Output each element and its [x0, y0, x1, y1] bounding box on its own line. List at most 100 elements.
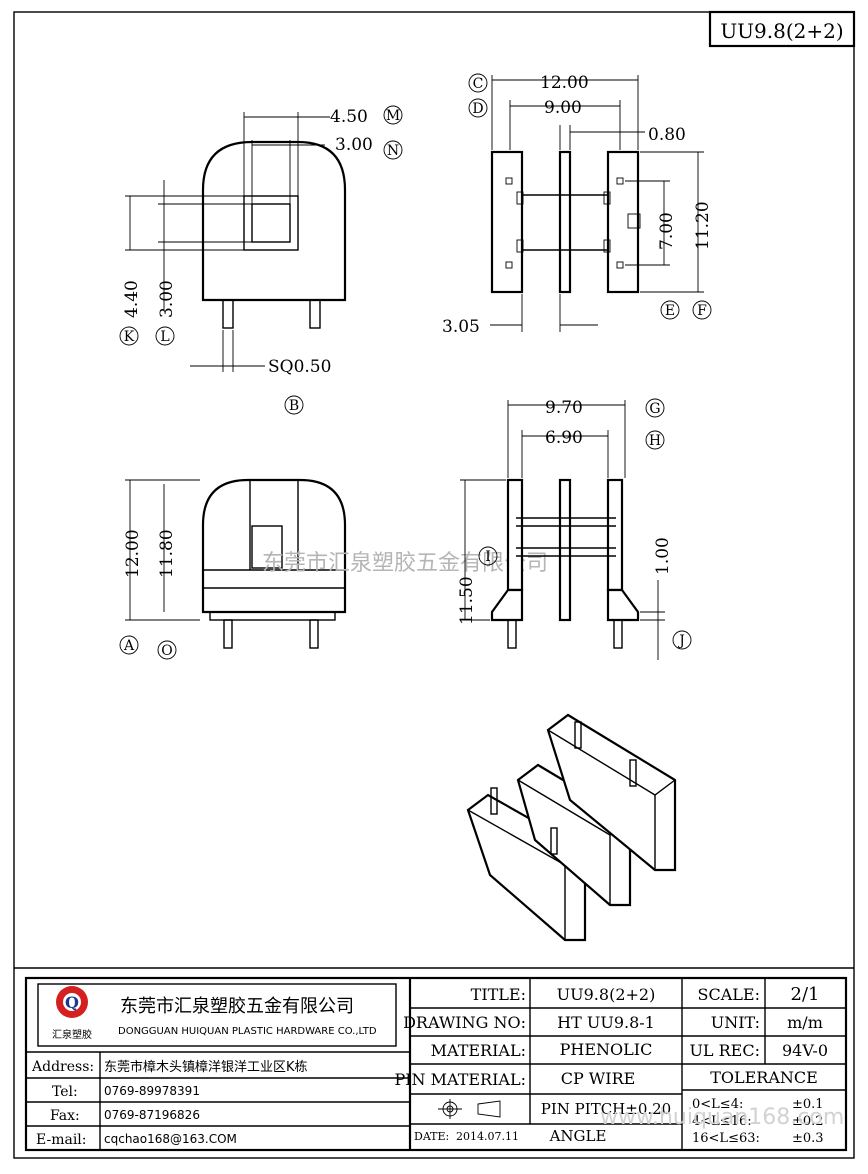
watermark: 东莞市汇泉塑胶五金有限公司 [262, 551, 548, 576]
tl-window-outer [243, 195, 299, 251]
tr-divider [558, 150, 572, 294]
callout-f: F [697, 303, 707, 319]
date-value: 2014.07.11 [456, 1130, 519, 1143]
dim-3-05: 3.05 [442, 317, 480, 337]
dim-11-80: 11.80 [157, 529, 177, 578]
callout-g: G [649, 401, 660, 417]
address-label: Address: [31, 1059, 94, 1075]
bl-window [251, 525, 283, 569]
dim-0-80: 0.80 [648, 125, 686, 145]
tolerance-value-1: ±0.1 [792, 1097, 824, 1112]
fax-label: Fax: [50, 1108, 80, 1124]
projection-symbol-icon [438, 1099, 501, 1119]
callout-a: A [123, 638, 135, 654]
header-part-code: UU9.8(2+2) [720, 19, 843, 43]
scale-value: 2/1 [791, 984, 820, 1005]
callout-n: N [387, 143, 399, 159]
company-box [37, 983, 397, 1047]
title-block: Q 汇泉塑胶 东莞市汇泉塑胶五金有限公司 DONGGUAN HUIQUAN PL… [24, 976, 848, 1152]
ul-rec-label: UL REC: [689, 1041, 760, 1060]
tolerance-value-2: ±0.2 [792, 1114, 824, 1129]
title-label: TITLE: [471, 985, 526, 1004]
drawing-no-label: DRAWING NO: [403, 1013, 526, 1032]
bl-pin-left [223, 619, 233, 649]
dim-6-90: 6.90 [545, 428, 583, 448]
dim-3-00-a: 3.00 [335, 135, 373, 155]
tl-pin-left [222, 299, 234, 329]
br-post-left [506, 478, 524, 592]
dim-9-70: 9.70 [545, 398, 583, 418]
company-name-en: DONGGUAN HUIQUAN PLASTIC HARDWARE CO.,LT… [118, 1026, 377, 1037]
callout-b: B [289, 398, 299, 414]
br-post-right [606, 478, 624, 592]
dim-11-20: 11.20 [693, 201, 713, 250]
logo-caption: 汇泉塑胶 [52, 1028, 92, 1041]
outer-frame [13, 11, 855, 1159]
bottom-right-view: 9.70 6.90 11.50 1.00 [457, 398, 673, 660]
pin-material-value: CP WIRE [561, 1069, 636, 1088]
dim-3-00-b: 3.00 [157, 280, 177, 318]
scale-label: SCALE: [698, 985, 760, 1004]
bottom-left-view: 12.00 11.80 [123, 478, 347, 649]
callout-e: E [665, 303, 675, 319]
callout-o: O [161, 643, 172, 659]
dim-1-00: 1.00 [653, 537, 673, 575]
tolerance-range-1: 0<L≤4: [692, 1097, 743, 1112]
tr-flange-right [606, 150, 640, 294]
dim-12-00-top: 12.00 [540, 73, 589, 93]
logo-letter: Q [65, 993, 79, 1012]
material-value: PHENOLIC [560, 1040, 653, 1059]
top-left-view: 4.50 3.00 4.40 3.00 SQ0.50 [122, 107, 373, 377]
dim-9-00: 9.00 [544, 98, 582, 118]
fax-value: 0769-87196826 [104, 1108, 200, 1122]
title-value: UU9.8(2+2) [557, 985, 656, 1004]
ul-rec-value: 94V-0 [782, 1041, 828, 1060]
dim-12-00-side: 12.00 [123, 529, 143, 578]
dim-4-50: 4.50 [330, 107, 368, 127]
dim-7-00: 7.00 [657, 212, 677, 250]
header-code-box [708, 10, 856, 48]
email-label: E-mail: [36, 1132, 87, 1148]
tolerance-range-3: 16<L≤63: [692, 1131, 760, 1146]
tr-flange-left [490, 150, 524, 294]
tl-window-inner [251, 203, 291, 243]
bl-base-plate [209, 611, 336, 621]
tl-body [201, 140, 347, 302]
address-value: 东莞市樟木头镇樟洋银洋工业区K栋 [104, 1059, 308, 1075]
callout-j: J [677, 633, 685, 649]
top-right-view: 12.00 9.00 0.80 7.00 11.20 3.05 [442, 73, 713, 337]
callout-c: C [473, 76, 484, 92]
tel-label: Tel: [52, 1084, 78, 1100]
bl-pin-right [309, 619, 319, 649]
angle: ANGLE [549, 1127, 607, 1145]
footer-watermark: www.huiquan168.com [600, 1105, 844, 1130]
unit-value: m/m [787, 1013, 823, 1032]
dim-4-40: 4.40 [122, 280, 142, 318]
date-label: DATE: [414, 1130, 449, 1143]
tolerance-label: TOLERANCE [710, 1068, 818, 1087]
material-label: MATERIAL: [431, 1041, 526, 1060]
br-post-mid [558, 478, 572, 622]
tolerance-value-3: ±0.3 [792, 1131, 824, 1146]
dim-11-50: 11.50 [457, 576, 477, 625]
pin-material-label: PIN MATERIAL: [394, 1070, 526, 1089]
isometric-view [466, 713, 677, 942]
callout-k: K [124, 329, 135, 345]
dim-sq0-50: SQ0.50 [268, 357, 331, 377]
unit-label: UNIT: [711, 1013, 760, 1032]
bl-body [201, 478, 347, 614]
tolerance-range-2: 4<L≤16: [692, 1114, 752, 1129]
callout-m: M [386, 108, 400, 124]
tl-pin-right [309, 299, 321, 329]
callout-i: I [485, 549, 491, 565]
drawing-no-value: HT UU9.8-1 [557, 1013, 655, 1032]
email-value: cqchao168@163.COM [104, 1132, 237, 1146]
callout-d: D [472, 101, 483, 117]
callout-l: L [160, 329, 169, 345]
pin-pitch: PIN PITCH±0.20 [541, 1100, 671, 1118]
tel-value: 0769-89978391 [104, 1084, 200, 1098]
callouts: K L M N B C D E F G H I J A O [119, 73, 712, 660]
callout-h: H [649, 433, 661, 449]
